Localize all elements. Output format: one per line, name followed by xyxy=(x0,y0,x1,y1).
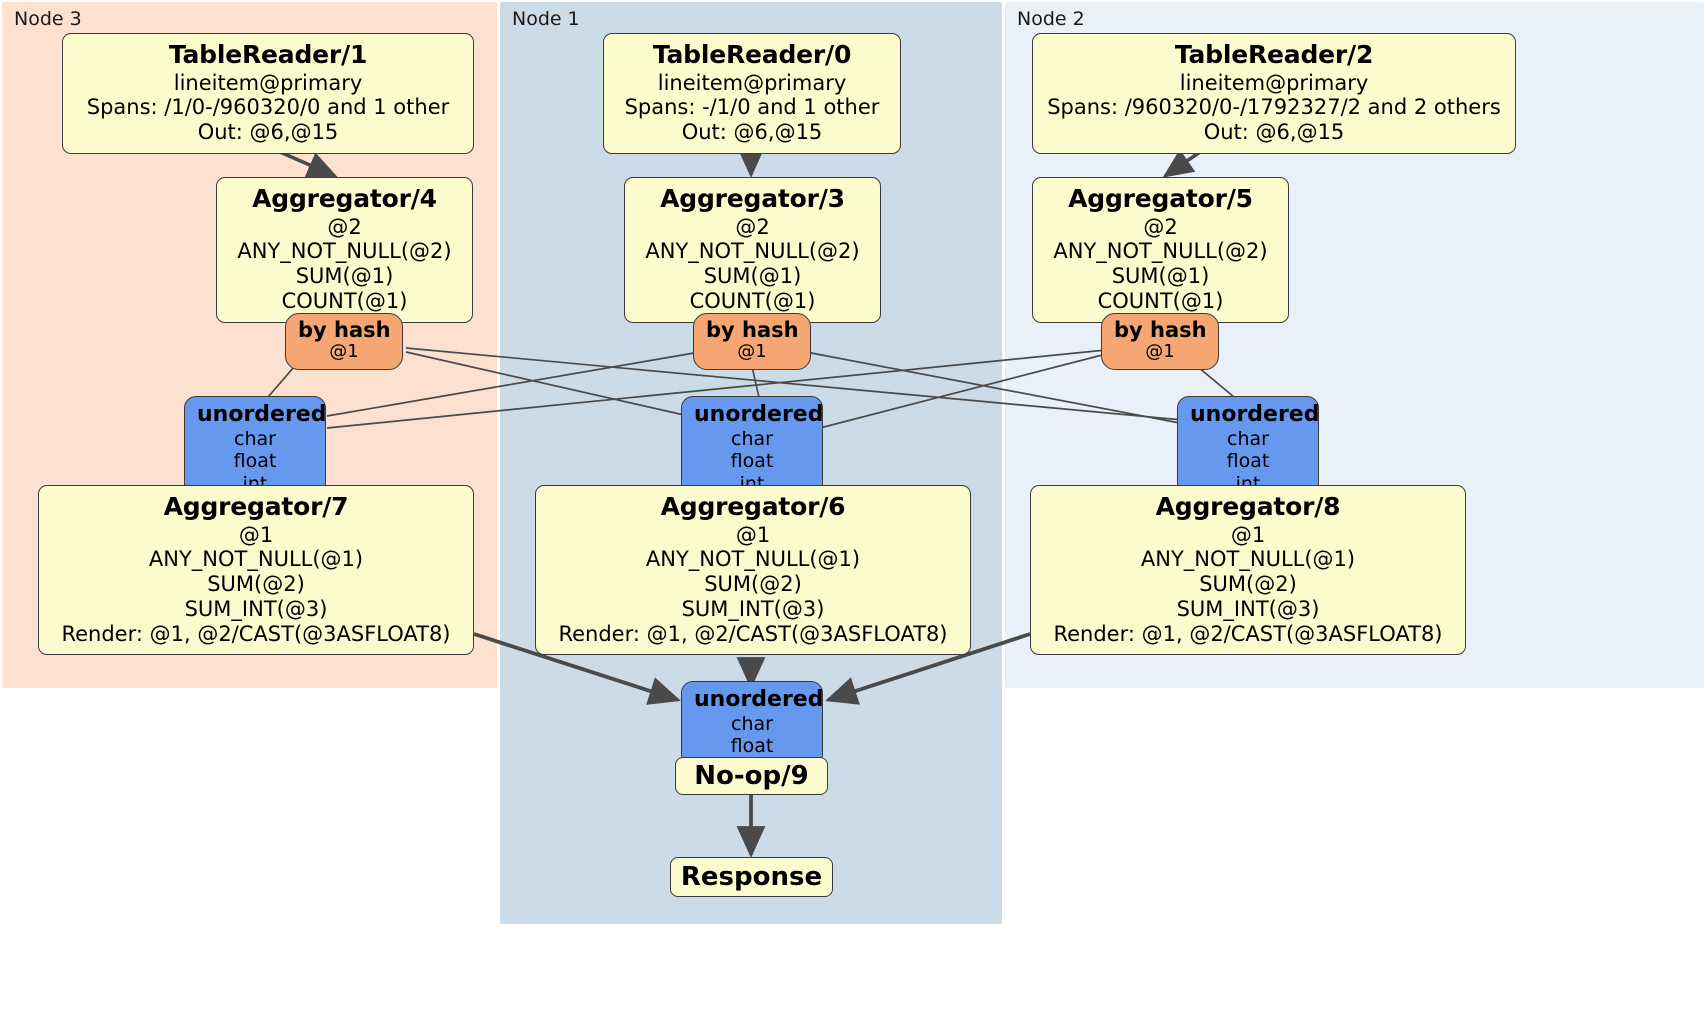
synchronizer-type: float xyxy=(1226,450,1270,473)
processor-detail: Render: @1, @2/CAST(@3ASFLOAT8) xyxy=(1053,621,1443,646)
synchronizer-title: unordered xyxy=(694,687,824,712)
processor-detail: SUM(@2) xyxy=(704,572,802,597)
processor-detail: Spans: /960320/0-/1792327/2 and 2 others xyxy=(1047,95,1501,120)
synchronizer-type: float xyxy=(730,735,774,758)
region-node-2-label: Node 2 xyxy=(1017,8,1085,30)
region-node-1-label: Node 1 xyxy=(512,8,580,30)
processor-detail: ANY_NOT_NULL(@2) xyxy=(645,239,860,264)
processor-response[interactable]: Response xyxy=(670,857,833,897)
processor-detail: SUM_INT(@3) xyxy=(681,596,825,621)
synchronizer-title: unordered xyxy=(694,402,824,427)
processor-detail: Spans: -/1/0 and 1 other xyxy=(624,95,880,120)
processor-detail: lineitem@primary xyxy=(1179,70,1369,95)
processor-detail: ANY_NOT_NULL(@1) xyxy=(1140,547,1356,572)
processor-detail: SUM(@2) xyxy=(1199,572,1297,597)
synchronizer-type: char xyxy=(731,712,773,735)
processor-detail: Render: @1, @2/CAST(@3ASFLOAT8) xyxy=(558,621,948,646)
router-detail: @1 xyxy=(737,341,767,363)
processor-detail: SUM_INT(@3) xyxy=(184,596,328,621)
router-detail: @1 xyxy=(329,341,359,363)
processor-detail: Out: @6,@15 xyxy=(197,120,339,145)
processor-title: No-op/9 xyxy=(694,761,809,791)
processor-detail: @2 xyxy=(327,214,362,239)
router-by-hash-node-1[interactable]: by hash @1 xyxy=(693,313,811,370)
processor-detail: ANY_NOT_NULL(@2) xyxy=(1053,239,1268,264)
synchronizer-type: float xyxy=(233,450,277,473)
processor-table-reader-2[interactable]: TableReader/2 lineitem@primary Spans: /9… xyxy=(1032,33,1516,154)
router-title: by hash xyxy=(298,318,391,342)
processor-table-reader-0[interactable]: TableReader/0 lineitem@primary Spans: -/… xyxy=(603,33,901,154)
router-by-hash-node-2[interactable]: by hash @1 xyxy=(1101,313,1219,370)
synchronizer-unordered-final[interactable]: unordered char float xyxy=(681,681,823,766)
processor-detail: Out: @6,@15 xyxy=(681,120,823,145)
processor-title: Aggregator/8 xyxy=(1155,492,1341,521)
processor-title: TableReader/0 xyxy=(652,40,852,69)
processor-detail: ANY_NOT_NULL(@1) xyxy=(148,547,364,572)
processor-title: Aggregator/6 xyxy=(660,492,846,521)
processor-detail: SUM(@1) xyxy=(295,264,394,289)
processor-title: TableReader/1 xyxy=(168,40,368,69)
router-title: by hash xyxy=(1114,318,1207,342)
processor-title: Aggregator/4 xyxy=(252,184,437,213)
synchronizer-title: unordered xyxy=(197,402,327,427)
processor-detail: SUM_INT(@3) xyxy=(1176,596,1320,621)
synchronizer-title: unordered xyxy=(1190,402,1320,427)
processor-table-reader-1[interactable]: TableReader/1 lineitem@primary Spans: /1… xyxy=(62,33,474,154)
synchronizer-type: char xyxy=(234,427,276,450)
processor-detail: ANY_NOT_NULL(@2) xyxy=(237,239,452,264)
processor-detail: SUM(@1) xyxy=(703,264,802,289)
synchronizer-type: char xyxy=(731,427,773,450)
processor-title: Response xyxy=(680,862,823,892)
synchronizer-type: float xyxy=(730,450,774,473)
processor-detail: @1 xyxy=(238,522,274,547)
processor-aggregator-7[interactable]: Aggregator/7 @1 ANY_NOT_NULL(@1) SUM(@2)… xyxy=(38,485,474,656)
processor-detail: Out: @6,@15 xyxy=(1203,120,1345,145)
router-detail: @1 xyxy=(1145,341,1175,363)
processor-no-op-9[interactable]: No-op/9 xyxy=(675,757,828,795)
processor-detail: SUM(@2) xyxy=(207,572,305,597)
processor-detail: COUNT(@1) xyxy=(281,288,408,313)
processor-aggregator-3[interactable]: Aggregator/3 @2 ANY_NOT_NULL(@2) SUM(@1)… xyxy=(624,177,881,323)
processor-aggregator-8[interactable]: Aggregator/8 @1 ANY_NOT_NULL(@1) SUM(@2)… xyxy=(1030,485,1466,656)
processor-detail: @1 xyxy=(735,522,771,547)
processor-detail: ANY_NOT_NULL(@1) xyxy=(645,547,861,572)
synchronizer-type: char xyxy=(1227,427,1269,450)
router-by-hash-node-3[interactable]: by hash @1 xyxy=(285,313,403,370)
router-title: by hash xyxy=(706,318,799,342)
processor-detail: @1 xyxy=(1230,522,1266,547)
processor-detail: lineitem@primary xyxy=(657,70,847,95)
region-node-3-label: Node 3 xyxy=(14,8,82,30)
processor-detail: @2 xyxy=(1143,214,1178,239)
processor-detail: @2 xyxy=(735,214,770,239)
processor-detail: lineitem@primary xyxy=(173,70,363,95)
processor-aggregator-4[interactable]: Aggregator/4 @2 ANY_NOT_NULL(@2) SUM(@1)… xyxy=(216,177,473,323)
processor-title: TableReader/2 xyxy=(1174,40,1374,69)
processor-title: Aggregator/3 xyxy=(660,184,845,213)
processor-aggregator-6[interactable]: Aggregator/6 @1 ANY_NOT_NULL(@1) SUM(@2)… xyxy=(535,485,971,656)
processor-title: Aggregator/7 xyxy=(163,492,349,521)
processor-detail: Spans: /1/0-/960320/0 and 1 other xyxy=(86,95,450,120)
processor-aggregator-5[interactable]: Aggregator/5 @2 ANY_NOT_NULL(@2) SUM(@1)… xyxy=(1032,177,1289,323)
processor-detail: COUNT(@1) xyxy=(1097,288,1224,313)
processor-detail: SUM(@1) xyxy=(1111,264,1210,289)
processor-detail: Render: @1, @2/CAST(@3ASFLOAT8) xyxy=(61,621,451,646)
processor-title: Aggregator/5 xyxy=(1068,184,1253,213)
processor-detail: COUNT(@1) xyxy=(689,288,816,313)
